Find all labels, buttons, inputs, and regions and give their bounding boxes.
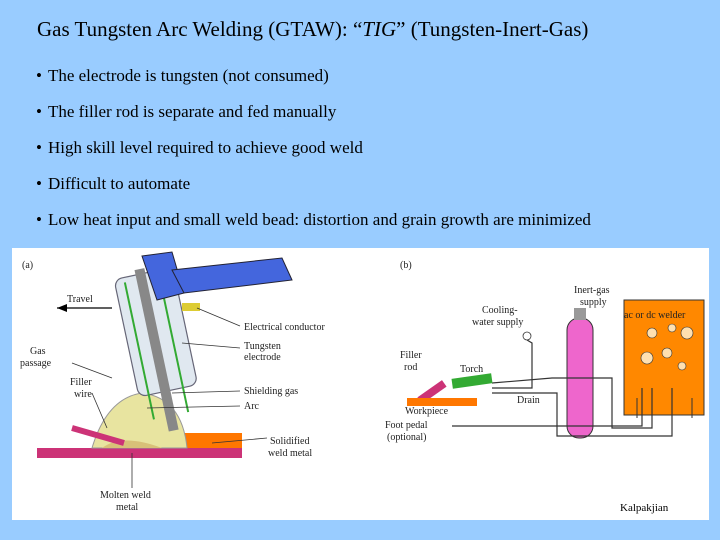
bullet-item: • Low heat input and small weld bead: dis… bbox=[36, 202, 591, 238]
title-italic: TIG bbox=[362, 17, 397, 41]
label-molten-2: metal bbox=[116, 502, 138, 513]
welder-box bbox=[623, 299, 705, 416]
label-tungsten-2: electrode bbox=[244, 352, 281, 363]
label-foot-1: Foot pedal bbox=[385, 420, 428, 431]
welder-dial bbox=[661, 347, 673, 359]
label-gas-2: passage bbox=[20, 358, 52, 369]
title-prefix: Gas Tungsten Arc Welding (GTAW): “ bbox=[37, 17, 363, 41]
leader-solidified bbox=[211, 437, 268, 444]
tungsten-electrode bbox=[134, 268, 179, 432]
torch-b bbox=[451, 373, 493, 389]
label-filler-1: Filler bbox=[70, 377, 92, 388]
bullet-text: The filler rod is separate and fed manua… bbox=[47, 102, 337, 121]
hose-3 bbox=[492, 388, 673, 437]
label-solidified-1: Solidified bbox=[270, 436, 309, 447]
label-drain: Drain bbox=[517, 395, 540, 406]
label-electrical-conductor: Electrical conductor bbox=[244, 322, 325, 333]
label-cooling-2: water supply bbox=[472, 317, 523, 328]
electrical-conductor bbox=[182, 303, 200, 311]
leader-shielding bbox=[171, 390, 241, 394]
gtaw-figure: (a) Travel Electrical co bbox=[12, 248, 709, 520]
bullet-text: The electrode is tungsten (not consumed) bbox=[47, 66, 329, 85]
hose-2 bbox=[492, 339, 533, 389]
label-welder: ac or dc welder bbox=[624, 310, 686, 321]
bullet-dot: • bbox=[36, 174, 42, 193]
bullet-dot: • bbox=[36, 66, 42, 85]
bullet-item: • Difficult to automate bbox=[36, 166, 591, 202]
welder-dial bbox=[680, 326, 694, 340]
label-solidified-2: weld metal bbox=[268, 448, 312, 459]
bullet-dot: • bbox=[36, 102, 42, 121]
welder-dial bbox=[667, 323, 677, 333]
slide-title: Gas Tungsten Arc Welding (GTAW): “TIG” (… bbox=[37, 17, 588, 42]
bullet-text: High skill level required to achieve goo… bbox=[47, 138, 363, 157]
title-suffix: ” (Tungsten-Inert-Gas) bbox=[396, 17, 589, 41]
panel-b-label: (b) bbox=[400, 260, 412, 271]
label-torch: Torch bbox=[460, 364, 483, 375]
workpiece-bar bbox=[37, 448, 242, 458]
cylinder-valve bbox=[574, 308, 586, 320]
hose-4 bbox=[452, 388, 643, 427]
label-foot-2: (optional) bbox=[387, 432, 426, 443]
leader-gas bbox=[71, 362, 113, 379]
label-molten-1: Molten weld bbox=[100, 490, 151, 501]
label-travel: Travel bbox=[67, 294, 93, 305]
credit-text: Kalpakjian bbox=[620, 502, 669, 514]
bullet-item: • The electrode is tungsten (not consumed… bbox=[36, 58, 591, 94]
bullet-item: • High skill level required to achieve go… bbox=[36, 130, 591, 166]
welder-dial bbox=[640, 351, 654, 365]
label-filler-rod-1: Filler bbox=[400, 350, 422, 361]
label-arc: Arc bbox=[244, 401, 260, 412]
label-filler-2: wire bbox=[74, 389, 92, 400]
label-gas-1: Gas bbox=[30, 346, 46, 357]
panel-a-label: (a) bbox=[22, 260, 33, 271]
gas-flow-left bbox=[123, 282, 155, 420]
hose-1 bbox=[491, 377, 653, 429]
label-inert-1: Inert-gas bbox=[574, 285, 610, 296]
bullet-dot: • bbox=[36, 210, 42, 229]
label-inert-2: supply bbox=[580, 297, 607, 308]
leader-conductor bbox=[196, 307, 241, 327]
filler-rod-b bbox=[417, 380, 447, 404]
welder-dial bbox=[646, 327, 658, 339]
bullet-dot: • bbox=[36, 138, 42, 157]
gtaw-diagram: (a) Travel Electrical co bbox=[20, 251, 705, 513]
label-workpiece: Workpiece bbox=[405, 406, 449, 417]
water-valve bbox=[522, 331, 532, 341]
leader-electrode bbox=[181, 342, 241, 349]
bullet-item: • The filler rod is separate and fed manu… bbox=[36, 94, 591, 130]
bullet-text: Difficult to automate bbox=[47, 174, 191, 193]
label-filler-rod-2: rod bbox=[404, 362, 417, 373]
workpiece-b bbox=[407, 398, 477, 406]
travel-arrowhead bbox=[57, 304, 67, 312]
label-tungsten-1: Tungsten bbox=[244, 341, 281, 352]
bullet-list: • The electrode is tungsten (not consumed… bbox=[36, 58, 591, 238]
leader-arc bbox=[146, 405, 241, 409]
torch-handle bbox=[171, 257, 293, 294]
filler-wire bbox=[71, 425, 125, 446]
bullet-text: Low heat input and small weld bead: dist… bbox=[47, 210, 591, 229]
label-cooling-1: Cooling- bbox=[482, 305, 518, 316]
label-shielding-gas: Shielding gas bbox=[244, 386, 298, 397]
leader-filler bbox=[91, 392, 108, 429]
welder-dial bbox=[677, 361, 687, 371]
